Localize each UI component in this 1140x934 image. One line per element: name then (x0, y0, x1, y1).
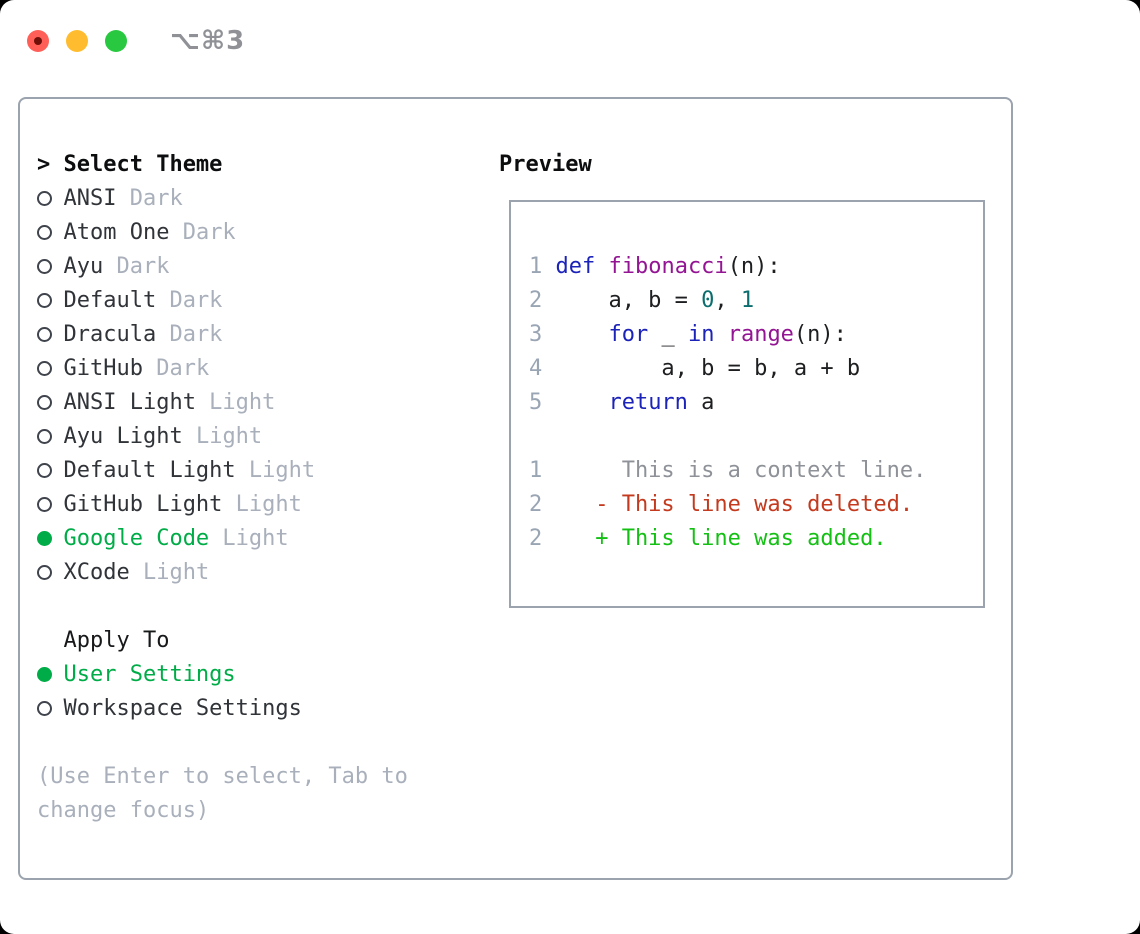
theme-variant: Light (129, 560, 210, 585)
theme-item-atom-one[interactable]: Atom One Dark (37, 216, 408, 250)
select-theme-title: Select Theme (63, 152, 223, 177)
radio-icon (37, 429, 52, 444)
theme-variant: Dark (156, 288, 223, 313)
radio-icon (37, 259, 52, 274)
radio-icon (37, 565, 52, 580)
help-line: (Use Enter to select, Tab to (37, 764, 408, 789)
theme-item-xcode[interactable]: XCode Light (37, 556, 408, 590)
radio-icon (37, 395, 52, 410)
apply-to-header: Apply To (37, 624, 408, 658)
theme-variant: Dark (103, 254, 170, 279)
radio-icon (37, 701, 52, 716)
line-number: 1 (529, 458, 543, 483)
theme-item-ayu-light[interactable]: Ayu Light Light (37, 420, 408, 454)
unsaved-changes-dot-icon (34, 37, 42, 45)
radio-icon (37, 293, 52, 308)
theme-name: ANSI (63, 186, 117, 211)
theme-name: GitHub (63, 356, 143, 381)
preview-header: Preview (499, 148, 592, 182)
theme-item-default[interactable]: Default Dark (37, 284, 408, 318)
theme-item-google-code[interactable]: Google Code Light (37, 522, 408, 556)
preview-line: 2 + This line was added. (529, 522, 983, 556)
preview-line: 4 a, b = b, a + b (529, 352, 983, 386)
help-text: (Use Enter to select, Tab to change focus… (37, 760, 408, 828)
apply-option-user-settings[interactable]: User Settings (37, 658, 408, 692)
theme-name: ANSI Light (63, 390, 196, 415)
line-number: 3 (529, 322, 543, 347)
zoom-button[interactable] (105, 30, 127, 52)
radio-icon (37, 361, 52, 376)
theme-name: Ayu Light (63, 424, 183, 449)
preview-title: Preview (499, 152, 592, 177)
titlebar: ⌥⌘3 (27, 26, 245, 56)
radio-icon (37, 191, 52, 206)
theme-name: GitHub Light (63, 492, 223, 517)
preview-line: 1 This is a context line. (529, 454, 983, 488)
theme-name: Default (63, 288, 157, 313)
window-title: ⌥⌘3 (170, 26, 246, 56)
apply-to-title: Apply To (63, 628, 170, 653)
line-number: 2 (529, 526, 543, 551)
prompt-icon: > (37, 152, 51, 177)
preview-line: 3 for _ in range(n): (529, 318, 983, 352)
apply-option-workspace-settings[interactable]: Workspace Settings (37, 692, 408, 726)
theme-variant: Dark (169, 220, 236, 245)
radio-icon (37, 327, 52, 342)
theme-variant: Light (209, 526, 289, 551)
line-number: 5 (529, 390, 543, 415)
theme-name: Dracula (63, 322, 157, 347)
theme-name: Google Code (63, 526, 210, 551)
theme-item-ansi[interactable]: ANSI Dark (37, 182, 408, 216)
radio-selected-icon (37, 531, 52, 546)
theme-item-dracula[interactable]: Dracula Dark (37, 318, 408, 352)
theme-variant: Light (182, 424, 263, 449)
select-theme-header: > Select Theme (37, 148, 408, 182)
preview-line: 5 return a (529, 386, 983, 420)
theme-variant: Light (195, 390, 276, 415)
preview-diff: 1 This is a context line.2 - This line w… (529, 454, 983, 556)
radio-icon (37, 225, 52, 240)
theme-item-ansi-light[interactable]: ANSI Light Light (37, 386, 408, 420)
apply-option-label: User Settings (63, 662, 236, 687)
theme-item-github-light[interactable]: GitHub Light Light (37, 488, 408, 522)
radio-selected-icon (37, 667, 52, 682)
apply-option-label: Workspace Settings (63, 696, 302, 721)
line-number: 2 (529, 288, 543, 313)
line-number: 2 (529, 492, 543, 517)
line-number: 4 (529, 356, 543, 381)
minimize-button[interactable] (66, 30, 88, 52)
radio-icon (37, 497, 52, 512)
preview-line: 2 a, b = 0, 1 (529, 284, 983, 318)
radio-icon (37, 463, 52, 478)
theme-variant: Light (222, 492, 302, 517)
line-number: 1 (529, 254, 543, 279)
theme-name: Atom One (63, 220, 170, 245)
help-line: change focus) (37, 798, 210, 823)
theme-item-github[interactable]: GitHub Dark (37, 352, 408, 386)
theme-variant: Light (235, 458, 316, 483)
theme-variant: Dark (156, 322, 223, 347)
theme-name: XCode (63, 560, 130, 585)
theme-name: Ayu (63, 254, 104, 279)
theme-variant: Dark (116, 186, 183, 211)
theme-name: Default Light (63, 458, 236, 483)
theme-variant: Dark (142, 356, 210, 381)
close-button[interactable] (27, 30, 49, 52)
preview-line: 2 - This line was deleted. (529, 488, 983, 522)
theme-item-default-light[interactable]: Default Light Light (37, 454, 408, 488)
theme-item-ayu[interactable]: Ayu Dark (37, 250, 408, 284)
